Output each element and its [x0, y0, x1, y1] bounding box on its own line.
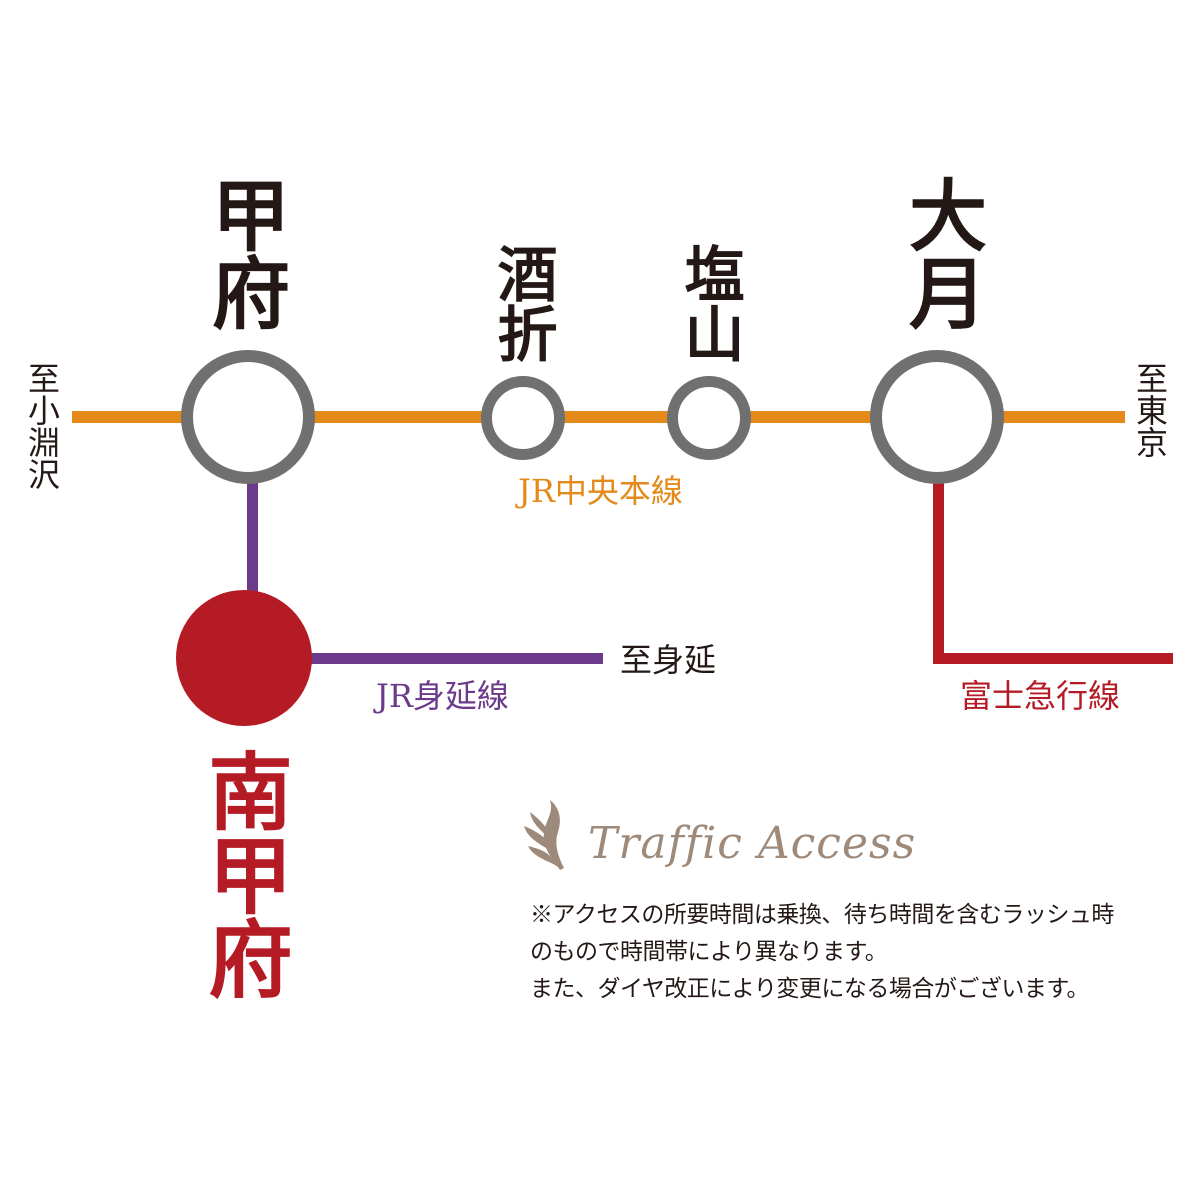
fujikyu-line-horizontal: [933, 653, 1173, 664]
access-note: ※アクセスの所要時間は乗換、待ち時間を含むラッシュ時 のもので時間帯により異なり…: [530, 897, 1114, 1008]
minobu-line-vertical: [247, 470, 258, 600]
note-line-3: また、ダイヤ改正により変更になる場合がございます。: [530, 976, 1090, 1002]
note-line-1: ※アクセスの所要時間は乗換、待ち時間を含むラッシュ時: [530, 902, 1114, 928]
sakaori-station-marker[interactable]: [481, 376, 565, 460]
leaf-ornament-icon: [520, 796, 570, 872]
direction-minobu: 至身延: [620, 641, 717, 679]
kofu-station-marker[interactable]: [181, 350, 315, 484]
minobu-line-horizontal: [290, 653, 603, 664]
direction-kobuchizawa: 至小淵沢: [23, 362, 61, 490]
station-name-enzan: 塩山: [674, 243, 744, 363]
direction-tokyo: 至東京: [1131, 362, 1169, 458]
line-label-chuo: JR中央本線: [518, 472, 683, 510]
station-name-otsuki: 大月: [896, 175, 987, 331]
note-line-2: のもので時間帯により異なります。: [530, 939, 888, 965]
traffic-access-title: Traffic Access: [588, 818, 917, 869]
chuo-line: [72, 411, 1125, 423]
fujikyu-line-vertical: [933, 470, 944, 664]
otsuki-station-marker[interactable]: [870, 350, 1004, 484]
line-label-minobu: JR身延線: [376, 677, 509, 715]
minami-kofu-station-marker[interactable]: [176, 590, 312, 726]
station-name-sakaori: 酒折: [487, 243, 557, 363]
station-name-minami-kofu: 南甲府: [195, 748, 294, 1000]
enzan-station-marker[interactable]: [667, 376, 751, 460]
line-label-fujikyu: 富士急行線: [960, 677, 1121, 715]
station-name-kofu: 甲府: [199, 175, 290, 331]
